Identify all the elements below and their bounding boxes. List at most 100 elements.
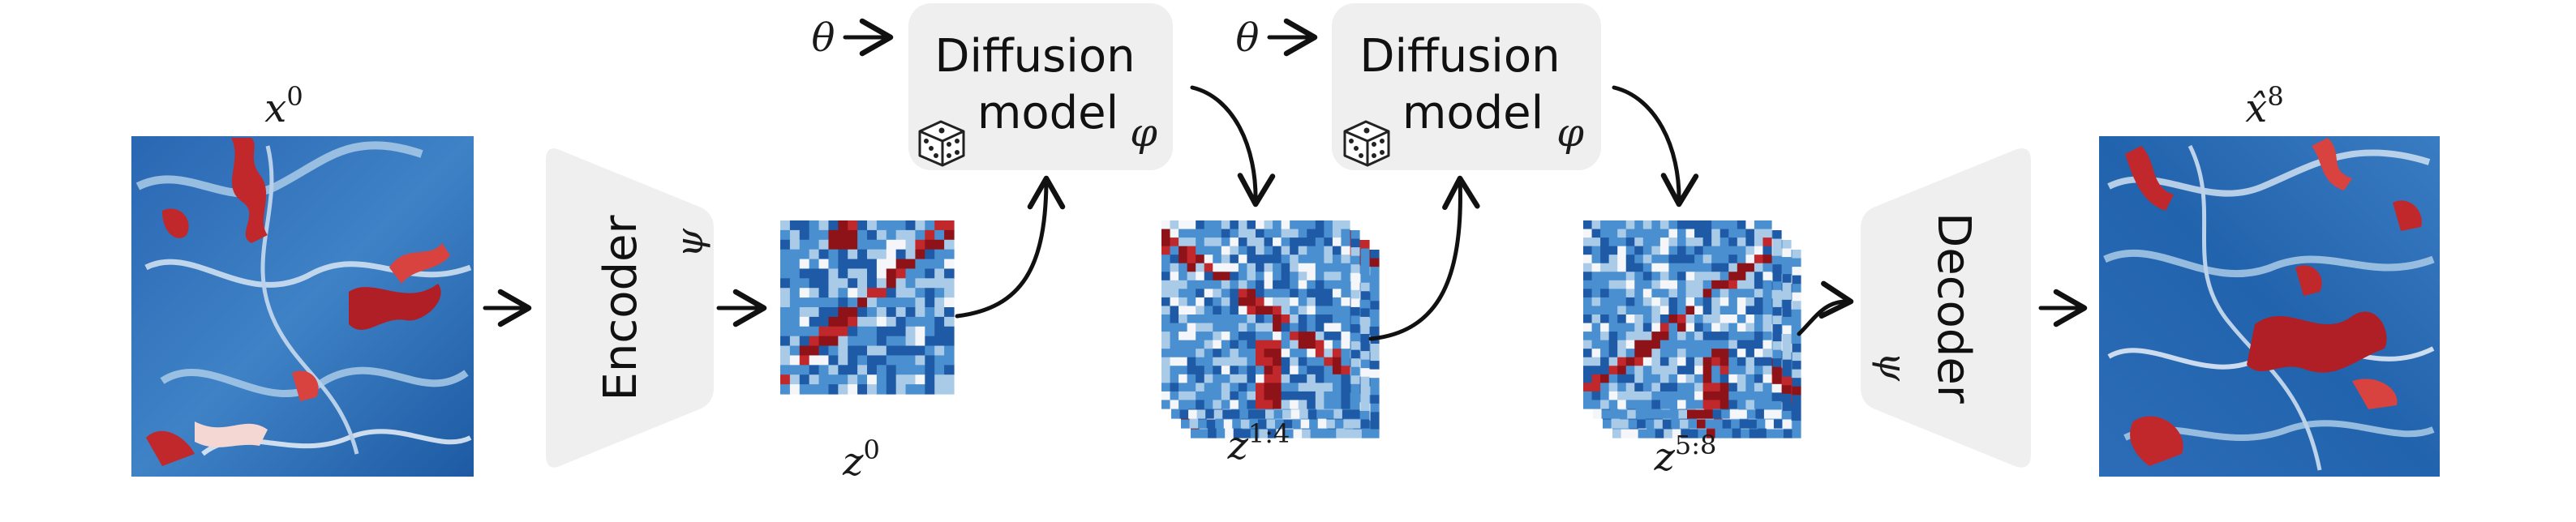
latent-pixel [1792,284,1801,293]
latent-pixel [1625,323,1635,332]
latent-pixel [1196,391,1205,401]
latent-pixel [1196,400,1205,409]
latent-pixel [1677,400,1687,409]
latent-pixel [1642,366,1652,375]
latent-pixel [1792,292,1801,302]
latent-pixel [1729,409,1739,419]
latent-pixel [1196,357,1205,366]
latent-pixel [1719,237,1729,247]
latent-pixel [1702,332,1712,341]
latent-pixel [1608,237,1618,247]
latent-pixel [1350,400,1360,411]
latent-pixel [1711,366,1721,375]
latent-pixel [1702,297,1712,307]
latent-pixel [1161,220,1171,230]
latent-pixel [1350,383,1360,393]
latent-pixel [1199,429,1209,439]
latent-pixel [1281,220,1290,230]
latent-pixel [1198,419,1208,429]
latent-pixel [1659,391,1670,401]
latent-pixel [1281,332,1290,341]
latent-pixel [925,384,935,395]
latent-pixel [1223,419,1233,429]
latent-pixel [934,249,945,260]
latent-pixel [857,259,868,270]
latent-pixel [876,355,887,366]
latent-pixel [895,259,907,270]
latent-pixel [1230,332,1239,341]
latent-pixel [1651,272,1661,281]
latent-pixel [799,307,810,318]
latent-pixel [905,345,917,357]
latent-pixel [1685,246,1695,255]
latent-pixel [1762,374,1772,383]
latent-pixel [1737,237,1746,247]
latent-pixel [1315,366,1324,375]
theta-input-1: θ [812,15,835,61]
latent-pixel [1617,280,1627,289]
latent-pixel [934,220,945,231]
latent-pixel [1370,250,1380,259]
latent-pixel [848,365,858,375]
latent-pixel [1298,220,1307,230]
latent-pixel [1754,391,1764,401]
latent-pixel [1170,314,1179,324]
latent-pixel [1290,400,1299,409]
latent-pixel [905,249,917,260]
latent-pixel [1370,344,1380,353]
latent-pixel [1204,340,1213,349]
latent-z0-grid [780,220,955,395]
latent-pixel [828,239,839,250]
latent-pixel [1298,391,1307,401]
latent-pixel [1256,237,1265,247]
latent-pixel [895,336,907,347]
latent-pixel [857,297,868,308]
latent-pixel [799,220,810,231]
latent-pixel [886,374,897,385]
latent-pixel [1702,340,1712,349]
latent-pixel [1737,246,1746,255]
latent-pixel [1179,306,1188,315]
latent-pixel [1591,306,1601,315]
latent-pixel [818,307,830,318]
latent-pixel [1617,306,1627,315]
latent-pixel [1196,220,1205,230]
latent-pixel [1360,342,1370,352]
latent-pixel [857,355,868,366]
latent-pixel [905,229,917,241]
latent-pixel [1758,429,1767,439]
latent-pixel [1719,280,1729,289]
latent-pixel [1583,374,1593,383]
latent-pixel [857,220,868,231]
latent-pixel [1264,366,1273,375]
latent-pixel [1668,280,1678,289]
latent-pixel [1659,340,1670,349]
latent-pixel [944,239,955,250]
latent-pixel [1221,220,1230,230]
latent-pixel [1772,383,1782,393]
latent-pixel [1748,419,1758,429]
latent-pixel [886,249,897,260]
latent-pixel [934,278,945,289]
latent-pixel [1651,297,1661,307]
latent-pixel [780,268,791,279]
latent-pixel [1782,402,1792,412]
latent-pixel [1634,323,1644,332]
latent-pixel [789,249,801,260]
latent-pixel [934,297,945,308]
latent-pixel [828,288,839,298]
latent-pixel [818,345,830,357]
latent-pixel [1221,246,1230,255]
latent-pixel [1307,357,1316,366]
latent-pixel [1685,255,1695,264]
latent-pixel [1298,314,1307,324]
latent-pixel [1625,340,1635,349]
latent-pixel [1341,314,1350,324]
latent-pixel [1256,306,1265,315]
latent-pixel [1204,383,1213,392]
latent-pixel [789,316,801,327]
latent-pixel [1591,340,1601,349]
latent-pixel [1600,297,1610,307]
latent-pixel [1350,332,1360,342]
latent-pixel [1617,237,1627,247]
